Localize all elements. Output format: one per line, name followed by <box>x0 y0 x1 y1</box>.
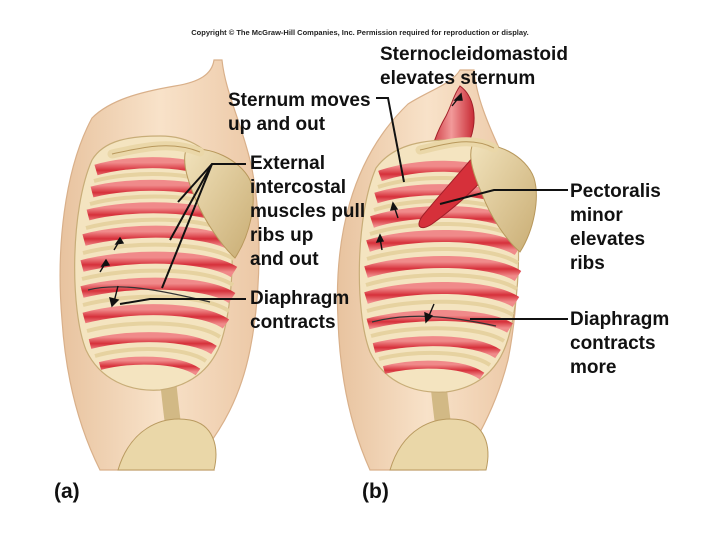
panel-b-rib-bones <box>365 176 520 367</box>
panel-a-arrows <box>99 236 125 308</box>
panel-b-scapula <box>470 144 537 253</box>
label-sternocleidomastoid: Sternocleidomastoid elevates sternum <box>380 44 568 89</box>
panel-b-pelvis <box>389 418 489 471</box>
panel-b-leaders <box>376 97 568 320</box>
panel-b-arrows <box>375 92 463 324</box>
panel-a-leaders <box>119 163 246 305</box>
panel-b-thorax <box>336 69 537 471</box>
label-pectoralis-minor: Pectoralis minor elevates ribs <box>570 181 661 274</box>
label-sternum-moves: Sternum moves up and out <box>228 90 371 135</box>
panel-a-tag: (a) <box>54 480 80 503</box>
panel-a-pelvis <box>117 418 217 471</box>
label-diaphragm-contracts: Diaphragm contracts <box>250 288 350 333</box>
copyright-notice: Copyright © The McGraw-Hill Companies, I… <box>191 28 529 37</box>
panel-a-thorax <box>59 59 260 471</box>
pectoralis-minor-muscle <box>418 155 487 229</box>
panel-b-tag: (b) <box>362 480 389 503</box>
label-diaphragm-contracts-more: Diaphragm contracts more <box>570 309 670 378</box>
label-external-intercostal: External intercostal muscles pull ribs u… <box>250 153 366 270</box>
